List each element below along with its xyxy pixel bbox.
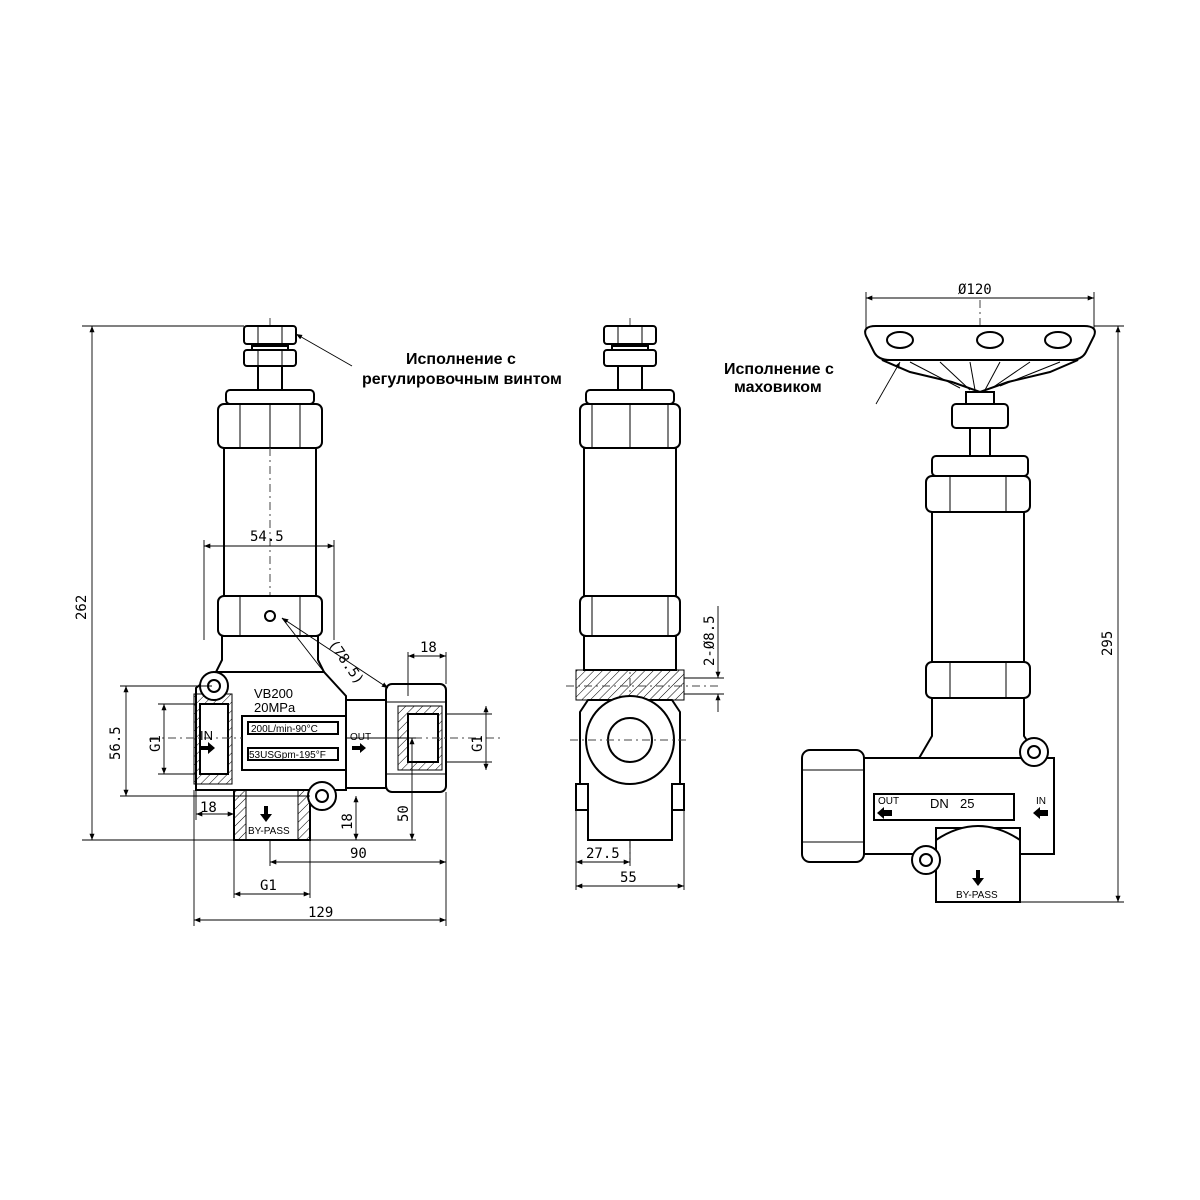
handwheel-icon (864, 325, 1096, 394)
dim-right-height: 295 (1100, 631, 1116, 656)
left-body (193, 671, 377, 841)
left-annotation-leader (295, 333, 353, 367)
right-bypass-arrow-icon (972, 870, 984, 886)
left-flow-metric: 200L/min-90°C (251, 724, 318, 735)
dim-left-thread-bottom: G1 (260, 878, 277, 894)
left-neck (214, 635, 326, 673)
right-spring-housing (931, 511, 1025, 663)
middle-spring-housing (583, 447, 677, 597)
right-in-arrow-icon (1033, 807, 1048, 819)
dim-left-port-left-depth: 18 (200, 800, 217, 816)
dim-left-port-height: 56.5 (108, 726, 124, 760)
right-top-hex-nut (925, 455, 1031, 513)
left-view: VB200 20MPa 200L/min-90°C 53USGpm-195°F … (74, 318, 500, 926)
dim-middle-width: 55 (620, 870, 637, 886)
dim-left-total-width: 129 (308, 905, 333, 921)
right-out-label: OUT (878, 796, 899, 807)
left-in-label: IN (200, 728, 213, 743)
middle-neck (583, 635, 677, 671)
left-pressure-label: 20MPa (254, 700, 296, 715)
middle-body (570, 695, 690, 841)
annotation-wheel-line1: Исполнение с (724, 361, 834, 378)
left-out-label: OUT (350, 732, 371, 743)
dim-left-bypass-height: 50 (396, 805, 412, 822)
middle-lower-hex-nut (579, 595, 681, 637)
right-dimensions: Ø120 295 (865, 282, 1124, 903)
left-adjusting-screw (243, 325, 297, 393)
left-lower-hex-nut (217, 595, 323, 637)
left-bypass-label: BY-PASS (248, 826, 290, 837)
right-dn-label: DN (930, 796, 949, 811)
dim-left-port-right: 18 (420, 640, 437, 656)
right-view: OUT DN 25 IN BY-PASS Ø120 295 (801, 282, 1124, 903)
left-in-arrow-icon (199, 742, 215, 754)
dim-middle-holes: 2-Ø8.5 (702, 615, 718, 666)
left-bypass-arrow-icon (260, 806, 272, 822)
left-top-hex-nut (217, 389, 323, 449)
left-out-arrow-icon (352, 743, 366, 753)
right-dn-value: 25 (960, 796, 974, 811)
annotation-screw-line1: Исполнение с (406, 351, 516, 368)
right-out-arrow-icon (877, 807, 892, 819)
annotation-wheel-line2: маховиком (734, 379, 822, 396)
middle-view: 2-Ø8.5 27.5 55 (566, 318, 724, 890)
left-flow-imperial: 53USGpm-195°F (249, 750, 326, 761)
middle-top-hex-nut (579, 389, 681, 449)
dim-right-wheel-diameter: Ø120 (958, 282, 992, 298)
middle-adjusting-screw (603, 325, 657, 393)
dim-left-thread-right: G1 (470, 735, 486, 752)
dim-left-span-90: 90 (350, 846, 367, 862)
middle-dimensions: 2-Ø8.5 27.5 55 (575, 606, 724, 890)
right-stem (969, 427, 991, 457)
dim-left-thread-left: G1 (148, 735, 164, 752)
dim-left-body-width: 54.5 (250, 529, 284, 545)
annotation-screw-line2: регулировочным винтом (362, 371, 562, 388)
left-model-label: VB200 (254, 686, 293, 701)
dim-left-bypass-depth: 18 (340, 813, 356, 830)
right-stem-collar (965, 391, 995, 405)
right-annotation-leader (875, 361, 901, 405)
right-lower-hex-nut (925, 661, 1031, 699)
right-in-label: IN (1036, 796, 1046, 807)
dim-middle-half-width: 27.5 (586, 846, 620, 862)
right-stem-nut (951, 403, 1009, 429)
right-bypass-label: BY-PASS (956, 890, 998, 901)
dim-left-height: 262 (74, 595, 90, 620)
right-body (801, 737, 1055, 903)
